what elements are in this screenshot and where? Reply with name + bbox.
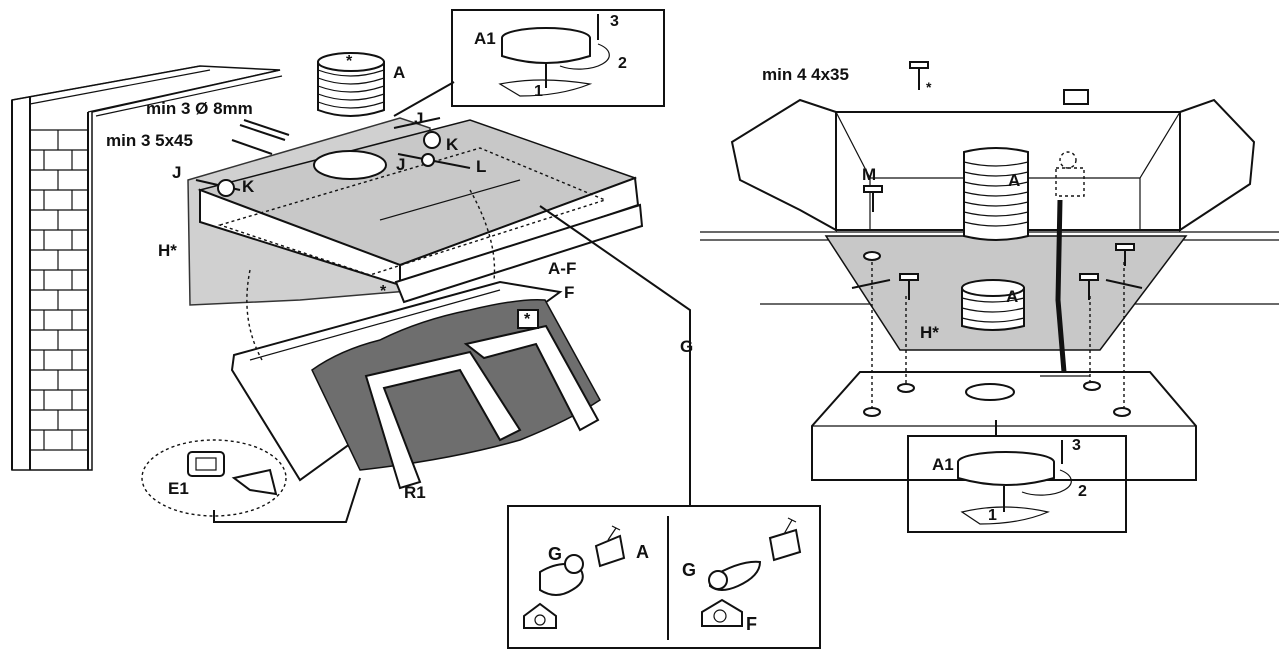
legend-box [507,505,821,649]
label-k-2: K [446,135,459,154]
label-a-upper: A [1008,171,1020,190]
label-3-top: 3 [610,13,619,30]
label-star-right-screw: * [926,79,932,95]
label-fixing-right: min 4 4x35 [762,65,849,84]
label-star-hood: * [380,283,387,300]
label-star-filter: * [524,311,531,328]
label-fixing-2: min 3 5x45 [106,131,193,150]
label-2-top: 2 [618,55,627,72]
label-h-left: H* [158,241,177,260]
legend-f: F [746,614,757,634]
label-f: F [564,283,574,302]
label-3-right: 3 [1072,437,1081,454]
label-a-lower: A [1006,287,1018,306]
label-h-right: H* [920,323,939,342]
legend-a: A [636,542,649,562]
label-a1-right: A1 [932,455,954,474]
leader-g [539,205,691,506]
legend-g-left: G [548,544,562,564]
legend-g-right: G [682,560,696,580]
label-m: M [862,165,876,184]
label-1-top: 1 [534,83,543,100]
label-star-cylinder: * [346,53,353,70]
grease-filter [230,280,601,490]
label-a1-top: A1 [474,29,496,48]
duct-upper [963,147,1029,241]
callout-right [907,420,1127,533]
power-cable [1055,199,1067,373]
brick-wall [11,65,283,471]
label-j-3: J [396,155,405,174]
detail-e1 [141,439,361,523]
label-a-cylinder: A [393,63,405,82]
label-k-1: K [242,177,255,196]
callout-top [393,9,665,117]
label-e1: E1 [168,479,189,498]
label-2-right: 2 [1078,483,1087,500]
duct-cylinder-left [317,52,385,117]
bracket-k-icons [217,131,441,197]
hood-body [197,119,644,304]
label-fixing-1: min 3 Ø 8mm [146,99,253,118]
screws-right [851,61,1143,300]
label-1-right: 1 [988,507,997,524]
label-l: L [476,157,486,176]
duct-lower [961,279,1025,331]
label-g: G [680,337,693,356]
label-j-2: J [414,109,423,128]
label-r1: R1 [404,483,426,502]
label-j-1: J [172,163,181,182]
label-a-f: A-F [548,259,576,278]
